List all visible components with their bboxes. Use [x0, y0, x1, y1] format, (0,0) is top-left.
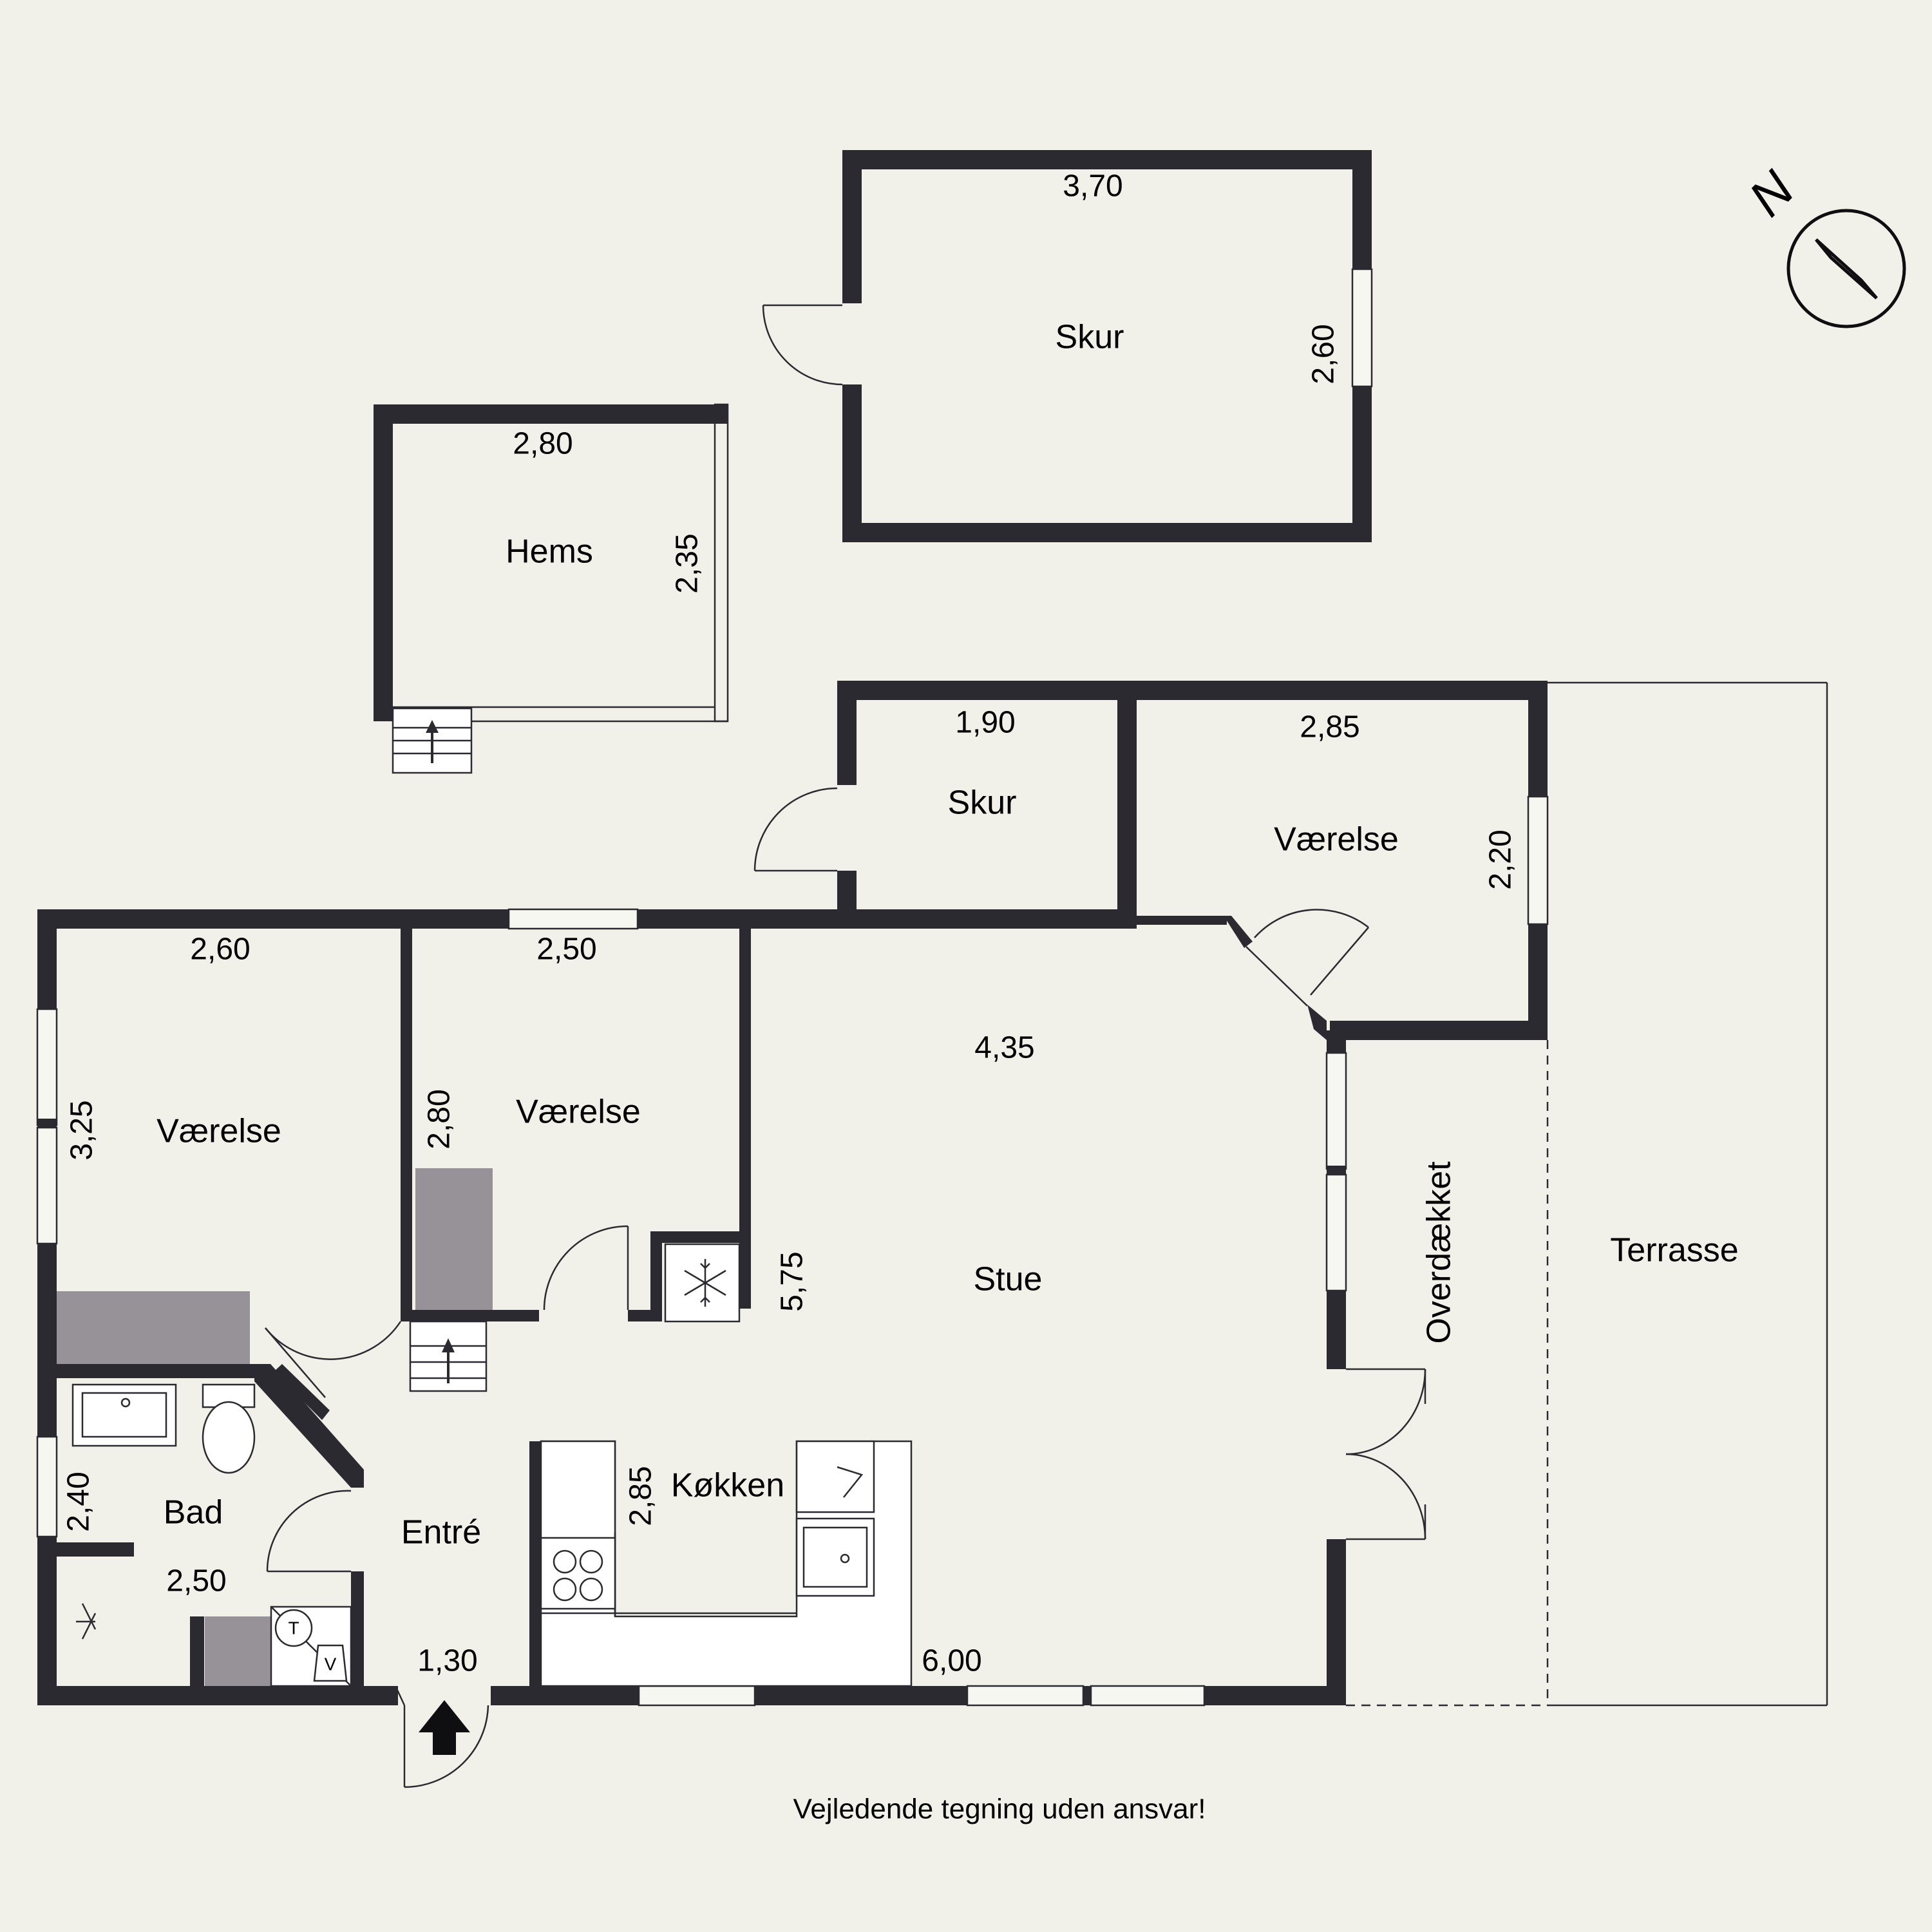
- dim-stue-height: 5,75: [775, 1251, 810, 1311]
- dim-skur-top-height: 2,60: [1307, 324, 1341, 384]
- loft-stairs: [392, 707, 473, 774]
- compass-north-label: N: [1738, 160, 1805, 227]
- dryer-mark: V: [325, 1654, 337, 1674]
- room-label-skur-small: Skur: [948, 784, 1017, 822]
- dim-vaerelse-mid-height: 2,80: [422, 1089, 457, 1149]
- snowflake-icon: [684, 1259, 726, 1307]
- house-outer-walls: [36, 908, 1426, 1707]
- bedroom-mid-door-swing: [543, 1225, 629, 1311]
- wardrobe-mid: [415, 1168, 493, 1310]
- window-bottom-3: [1090, 1685, 1206, 1707]
- bath-sink: [71, 1383, 177, 1447]
- toilet-icon: [202, 1383, 256, 1474]
- mid-stairs: [409, 1320, 488, 1392]
- dim-stue-width: 4,35: [974, 1031, 1034, 1065]
- window-right-1: [1325, 1052, 1347, 1170]
- stair-arrow-icon: [426, 720, 439, 763]
- entre-door-swing-left: [265, 1321, 402, 1360]
- fixtures: T V: [57, 1168, 913, 1788]
- terrace-door-swing-1: [1345, 1368, 1426, 1455]
- room-label-koekken: Køkken: [671, 1467, 784, 1504]
- dim-bad-width: 2,50: [166, 1564, 226, 1598]
- dim-hems-width: 2,80: [513, 427, 573, 461]
- window-right-2: [1325, 1173, 1347, 1292]
- shed-top-window: [1351, 268, 1373, 388]
- dim-vaerelse-left-width: 2,60: [190, 933, 250, 967]
- dim-vaerelse-right-height: 2,20: [1484, 829, 1518, 889]
- room-label-overdaekket: Overdækket: [1421, 1161, 1458, 1344]
- window-left-1: [36, 1008, 58, 1126]
- kitchen-counter: [540, 1440, 913, 1687]
- bedroom-right-door: [1245, 946, 1308, 1007]
- washer-dryer: T V: [270, 1605, 352, 1687]
- bedroom-right: [1137, 681, 1549, 1040]
- dim-skur-small-width: 1,90: [955, 706, 1015, 740]
- disclaimer-note: Vejledende tegning uden ansvar!: [793, 1794, 1206, 1825]
- stair-arrow-icon: [442, 1338, 455, 1383]
- entrance-door: [395, 1687, 489, 1788]
- entrance-arrow-icon: [419, 1700, 470, 1755]
- shower-icon: [76, 1603, 97, 1640]
- dim-vaerelse-left-height: 3,25: [65, 1100, 99, 1160]
- dim-vaerelse-right-width: 2,85: [1300, 710, 1359, 744]
- window-left-2: [36, 1126, 58, 1245]
- room-label-vaerelse-right: Værelse: [1274, 821, 1399, 858]
- loft-hems: [374, 403, 729, 774]
- dim-vaerelse-mid-width: 2,50: [536, 933, 596, 967]
- dim-skur-top-width: 3,70: [1063, 169, 1122, 204]
- window-bottom-1: [638, 1685, 756, 1707]
- dim-koekken-height: 2,85: [624, 1466, 658, 1526]
- dim-entre-width: 1,30: [417, 1644, 477, 1678]
- stove-icon: [540, 1537, 616, 1610]
- shed-top: [762, 150, 1373, 542]
- shed-top-door-swing: [762, 305, 843, 386]
- interior-walls: [57, 929, 751, 1705]
- bath-door-swing: [266, 1490, 352, 1572]
- window-bottom-2: [966, 1685, 1084, 1707]
- window-top: [507, 908, 639, 930]
- room-label-vaerelse-mid: Værelse: [516, 1094, 641, 1131]
- terrace-door-swing-2: [1345, 1453, 1426, 1540]
- room-label-terrasse: Terrasse: [1610, 1232, 1738, 1269]
- dim-house-width: 6,00: [922, 1644, 981, 1678]
- window-bath: [36, 1435, 58, 1538]
- room-label-bad: Bad: [164, 1494, 223, 1531]
- bedroom-right-window: [1527, 795, 1549, 925]
- shed-small: [753, 681, 1548, 909]
- wardrobe-left: [57, 1291, 250, 1364]
- compass-icon: [1786, 209, 1906, 328]
- dim-hems-height: 2,35: [670, 533, 705, 593]
- terrace: [1346, 681, 1828, 1707]
- dim-bad-height: 2,40: [62, 1472, 96, 1531]
- shed-small-door-swing: [753, 787, 838, 871]
- room-label-hems: Hems: [506, 533, 593, 571]
- cabinet-bath: [205, 1616, 271, 1686]
- tap-icon: [837, 1466, 864, 1498]
- freezer: [664, 1243, 741, 1323]
- room-label-skur-top: Skur: [1056, 319, 1124, 356]
- washer-mark: T: [288, 1618, 299, 1638]
- room-label-entre: Entré: [401, 1514, 481, 1551]
- room-label-vaerelse-left: Værelse: [156, 1113, 281, 1150]
- room-label-stue: Stue: [974, 1261, 1043, 1298]
